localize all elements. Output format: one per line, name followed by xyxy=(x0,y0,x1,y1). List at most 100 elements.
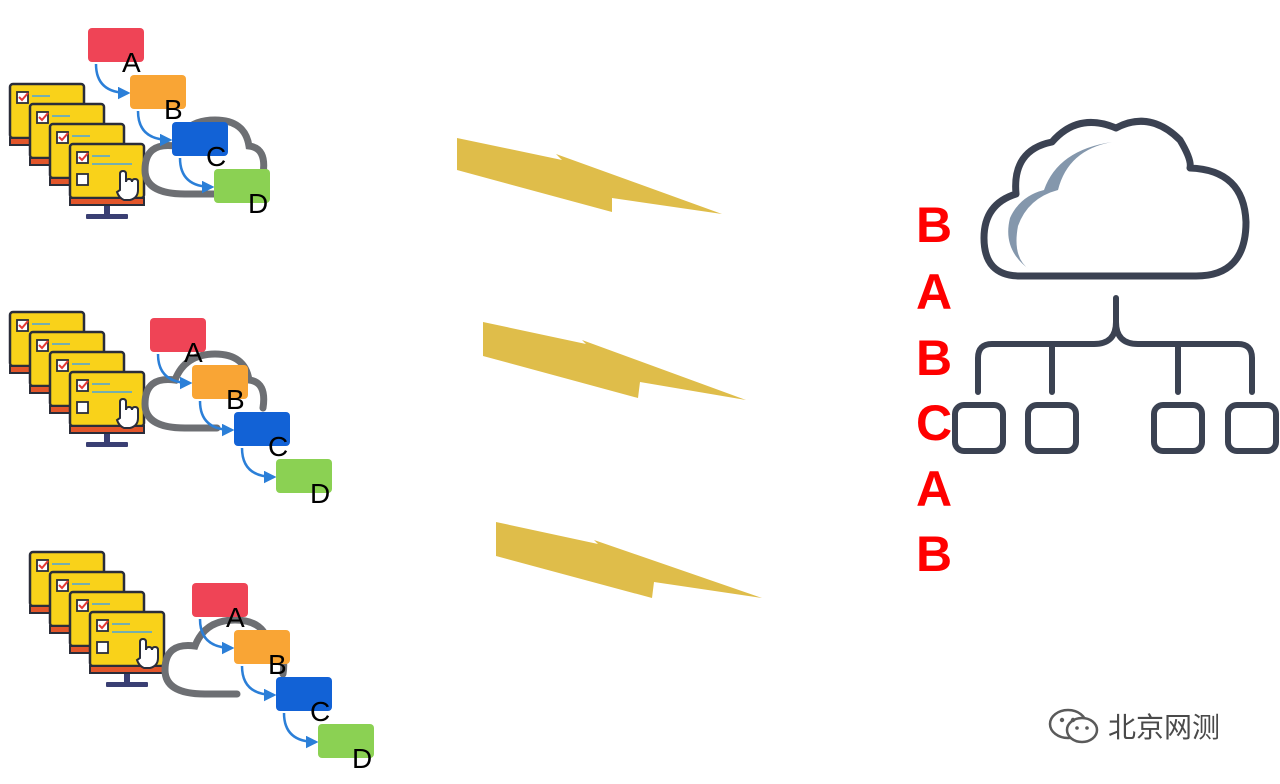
checkbox-checked-icon xyxy=(16,91,29,104)
monitor-bezel xyxy=(69,425,145,434)
monitor-stand-base xyxy=(106,682,148,687)
flow-arrow-icon xyxy=(240,665,277,702)
lightning-bolt-3-icon xyxy=(496,522,762,598)
checkmark-icon xyxy=(58,360,69,370)
checkmark-icon xyxy=(38,112,49,122)
server-cloud-network-icon xyxy=(952,117,1279,454)
flow-arrow-icon xyxy=(282,712,319,749)
server-cloud-icon xyxy=(980,117,1250,280)
lightning-bolt-2-icon xyxy=(483,322,746,400)
monitor-stand-base xyxy=(86,214,128,219)
block-a-label: A xyxy=(122,47,141,78)
flow-arrow-icon xyxy=(136,110,173,147)
monitor-icon xyxy=(88,610,166,687)
block-d-label: D xyxy=(310,478,330,509)
checkmark-icon xyxy=(58,132,69,142)
checkbox-checked-icon xyxy=(76,379,89,392)
block-d-label: D xyxy=(352,743,372,774)
block-c-label: C xyxy=(268,431,288,462)
checkbox-checked-icon xyxy=(76,599,89,612)
checkmark-icon xyxy=(78,380,89,390)
flow-arrow-icon xyxy=(198,400,235,437)
hand-cursor-icon xyxy=(115,169,139,201)
block-b xyxy=(192,365,248,399)
checkmark-icon xyxy=(38,340,49,350)
server-tree-lines xyxy=(975,295,1255,395)
checkmark-icon xyxy=(18,320,29,330)
checkbox-checked-icon xyxy=(36,111,49,124)
sequence-letter-1: B xyxy=(915,197,953,253)
block-b xyxy=(130,75,186,109)
checkbox-checked-icon xyxy=(36,339,49,352)
sequence-letter-6: B xyxy=(915,526,953,582)
block-c-label: C xyxy=(206,141,226,172)
watermark-text: 北京网测 xyxy=(1108,711,1221,744)
block-b-label: B xyxy=(164,94,183,125)
block-a xyxy=(88,28,144,62)
flow-arrow-icon xyxy=(156,353,193,390)
lightning-bolt-1-icon xyxy=(457,138,722,214)
block-b-label: B xyxy=(268,649,287,680)
server-node-1-icon xyxy=(952,402,1006,454)
block-d-label: D xyxy=(248,188,268,219)
flow-arrow-icon xyxy=(178,157,215,194)
monitor-stand-neck xyxy=(104,434,110,442)
block-b-label: B xyxy=(226,384,245,415)
server-node-4-icon xyxy=(1225,402,1279,454)
block-c-label: C xyxy=(310,696,330,727)
flow-arrow-icon xyxy=(198,618,235,655)
flow-arrow-icon xyxy=(94,63,131,100)
checkbox-checked-icon xyxy=(56,131,69,144)
watermark: 北京网测 xyxy=(1046,706,1220,746)
lightning-bolts xyxy=(457,138,762,598)
monitor-stand-base xyxy=(86,442,128,447)
sequence-letter-4: C xyxy=(915,395,953,451)
checkbox-empty-icon xyxy=(76,173,89,186)
server-node-3-icon xyxy=(1151,402,1205,454)
block-a-label: A xyxy=(226,602,245,633)
checkbox-checked-icon xyxy=(36,559,49,572)
block-a-label: A xyxy=(184,337,203,368)
hand-cursor-icon xyxy=(135,637,159,669)
block-c xyxy=(172,122,228,156)
block-d xyxy=(214,169,270,203)
checkbox-checked-icon xyxy=(56,579,69,592)
server-cloud-shade xyxy=(1008,142,1112,270)
checkbox-checked-icon xyxy=(16,319,29,332)
hand-cursor-icon xyxy=(115,397,139,429)
block-a xyxy=(192,583,248,617)
block-d xyxy=(318,724,374,758)
checkmark-icon xyxy=(78,152,89,162)
sequence-letter-2: A xyxy=(915,264,953,320)
block-c xyxy=(234,412,290,446)
monitor-stand-neck xyxy=(104,206,110,214)
checkmark-icon xyxy=(18,92,29,102)
checkbox-empty-icon xyxy=(96,641,109,654)
server-node-2-icon xyxy=(1025,402,1079,454)
checkmark-icon xyxy=(38,560,49,570)
sequence-letter-3: B xyxy=(915,330,953,386)
checkmark-icon xyxy=(58,580,69,590)
monitor-stand-neck xyxy=(124,674,130,682)
block-b xyxy=(234,630,290,664)
checkbox-checked-icon xyxy=(96,619,109,632)
checkbox-empty-icon xyxy=(76,401,89,414)
monitor-icon xyxy=(68,142,146,219)
monitor-icon xyxy=(68,370,146,447)
checkmark-icon xyxy=(78,600,89,610)
block-a xyxy=(150,318,206,352)
checkbox-checked-icon xyxy=(76,151,89,164)
client-cloud-loop-icon xyxy=(141,350,268,432)
monitor-bezel xyxy=(69,197,145,206)
block-c xyxy=(276,677,332,711)
wechat-icon xyxy=(1048,708,1099,744)
sequence-letter-5: A xyxy=(915,461,953,517)
checkmark-icon xyxy=(98,620,109,630)
block-d xyxy=(276,459,332,493)
checkbox-checked-icon xyxy=(56,359,69,372)
flow-arrow-icon xyxy=(240,447,277,484)
